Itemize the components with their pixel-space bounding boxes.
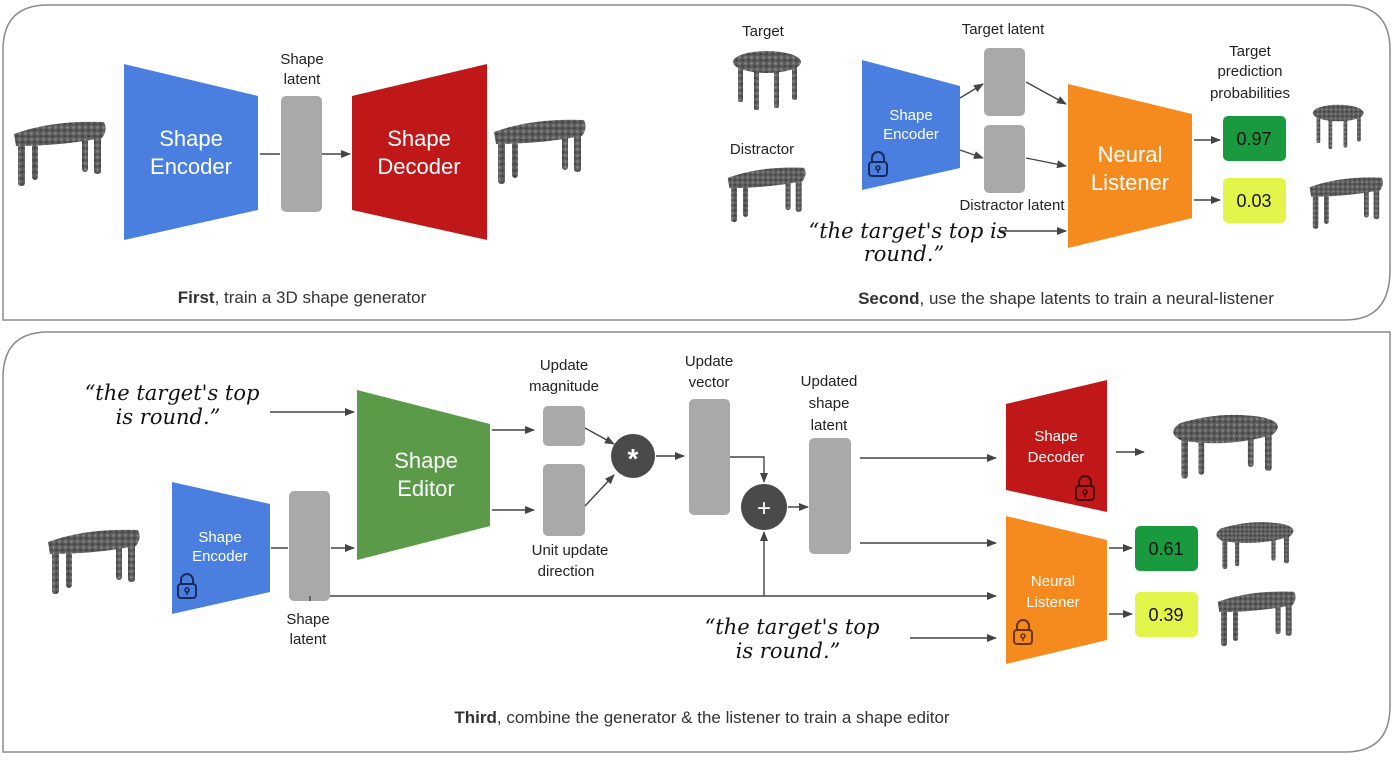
arrow [959,149,984,159]
listener3-label-1: Neural [1031,573,1075,590]
caption-2: Second, use the shape latents to train a… [858,289,1274,308]
listener3-label-2: Listener [1026,594,1079,611]
input-table-point-cloud-3 [48,529,140,594]
shape-latent-block-3 [289,491,330,601]
utterance-1: “the target's top is [808,219,1007,243]
distractor-table-thumb [1309,177,1383,229]
decoder3-label-2: Decoder [1028,449,1085,466]
distractor-label: Distractor [730,141,794,158]
encoder3-label-1: Shape [198,529,241,546]
arrow [1025,157,1067,169]
shape-encoder-block-2 [862,60,960,190]
neural-listener-block [1068,84,1192,248]
original-probability-box [1135,592,1198,637]
caption-1: First, train a 3D shape generator [178,288,427,307]
decoder-label-2: Decoder [377,154,460,179]
arrow [584,474,615,507]
original-table-thumb [1217,591,1296,647]
panel-3-border [2,331,1391,753]
multiply-operator [611,434,655,478]
probs-title-3: probabilities [1210,85,1290,102]
decoder-label-1: Shape [387,126,451,151]
probs-title-2: prediction [1217,63,1282,80]
editor-label-2: Editor [397,476,454,501]
edited-table-thumb [1216,522,1294,569]
listener-label-2: Listener [1091,170,1169,195]
shape-latent-block [281,96,322,212]
plus-symbol: + [757,495,771,522]
encoder-label-2: Encoder [150,154,232,179]
update-vector-label-1: Update [685,353,733,370]
encoder2-label-1: Shape [889,107,932,124]
shape-encoder-block-3 [172,482,270,614]
distractor-probability-box [1223,178,1286,223]
panel-3: “the target's top is round.” Shape Encod… [48,353,1296,727]
original-probability: 0.39 [1148,605,1183,625]
latent3-label-2: latent [290,631,328,648]
target-latent-block [984,48,1025,116]
panel-1: Shape Encoder Shape latent Shape Decoder… [14,51,586,307]
distractor-table-point-cloud [727,167,806,223]
update-magnitude-block [543,406,585,446]
probs-title-1: Target [1229,43,1272,60]
shape-decoder-block [352,64,487,240]
target-latent-label: Target latent [962,21,1045,38]
edited-probability: 0.61 [1148,539,1183,559]
target-table-thumb [1312,104,1364,149]
arrow [730,456,768,483]
edited-probability-box [1135,526,1198,571]
utterance-3-line-1: “the target's top [85,381,260,405]
decoder3-label-1: Shape [1034,428,1077,445]
shape-encoder-block [124,64,258,240]
updated-latent-label-2: shape [809,395,850,412]
latent-label-2: latent [284,71,322,88]
latent3-label-1: Shape [286,611,329,628]
update-vector-label-2: vector [689,374,730,391]
updated-latent-block [809,438,851,554]
utterance-3-line-2: is round.” [116,405,221,429]
encoder3-label-2: Encoder [192,548,248,565]
target-probability-box [1223,116,1286,161]
encoder2-label-2: Encoder [883,126,939,143]
utterance-4-line-2: is round.” [736,639,841,663]
target-table-point-cloud [733,51,801,110]
encoder-label-1: Shape [159,126,223,151]
multiply-symbol: * [628,443,639,474]
utterance-4-line-1: “the target's top [705,615,880,639]
update-magnitude-label-1: Update [540,357,588,374]
arrow [1025,81,1067,105]
shape-editor-block [357,390,490,560]
distractor-probability: 0.03 [1236,191,1271,211]
output-table-point-cloud [494,119,586,184]
edited-table-point-cloud [1173,414,1278,479]
target-probability: 0.97 [1236,129,1271,149]
unit-direction-label-2: direction [538,563,595,580]
arrow [959,83,984,99]
panel-2: Target Distractor Shape Encoder Target l… [727,21,1383,308]
add-operator [741,484,787,530]
updated-latent-label-1: Updated [801,373,858,390]
arrow [584,427,615,445]
latent-label-1: Shape [280,51,323,68]
utterance-2: round.” [864,242,945,266]
distractor-latent-label: Distractor latent [959,197,1065,214]
caption-3: Third, combine the generator & the liste… [454,708,949,727]
update-magnitude-label-2: magnitude [529,378,599,395]
updated-latent-label-3: latent [811,417,849,434]
neural-listener-block-3 [1006,516,1107,664]
panel-1-border [2,4,1391,321]
input-table-point-cloud [14,121,106,186]
unit-direction-label-1: Unit update [532,542,609,559]
update-vector-block [689,399,730,515]
listener-label-1: Neural [1098,142,1163,167]
target-label: Target [742,23,785,40]
unit-direction-block [543,464,585,536]
shape-decoder-block-3 [1006,380,1107,512]
distractor-latent-block [984,125,1025,193]
editor-label-1: Shape [394,448,458,473]
